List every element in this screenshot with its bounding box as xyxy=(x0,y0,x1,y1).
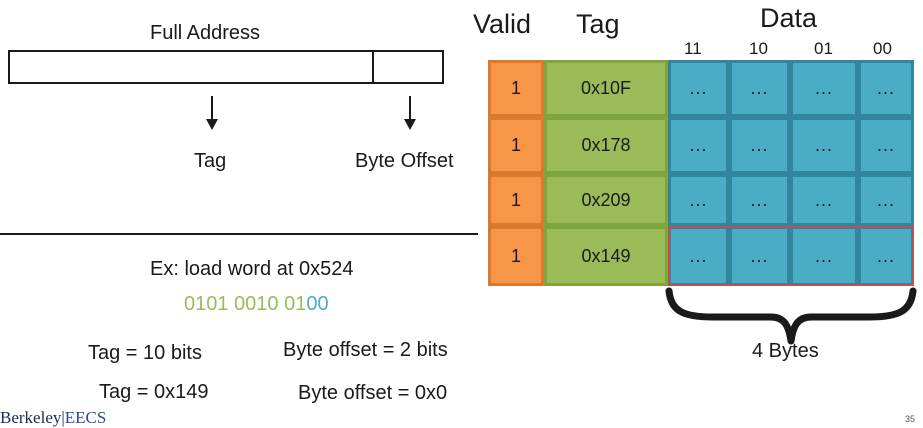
tag-arrow xyxy=(211,96,213,120)
berkeley-eecs-logo: Berkeley|EECS xyxy=(0,408,106,428)
valid-cell: 1 xyxy=(488,226,544,286)
offset-value-text: Byte offset = 0x0 xyxy=(298,382,448,404)
data-cell: ... xyxy=(790,117,858,174)
data-cell: ... xyxy=(790,60,858,117)
offset-arrow-head xyxy=(404,119,416,130)
binary-offset-bits: 00 xyxy=(306,293,329,315)
tag-header: Tag xyxy=(576,9,620,39)
valid-cell: 1 xyxy=(488,117,544,174)
data-cell: ... xyxy=(790,174,858,226)
data-cell: ... xyxy=(729,60,790,117)
valid-cell: 1 xyxy=(488,174,544,226)
selected-block-highlight xyxy=(668,226,914,286)
valid-cell: 1 xyxy=(488,60,544,117)
data-column-01: 01 xyxy=(814,39,833,58)
data-cell: ... xyxy=(858,174,914,226)
data-cell: ... xyxy=(858,60,914,117)
data-cell: ... xyxy=(729,117,790,174)
data-cell: ... xyxy=(668,117,729,174)
data-column-00: 00 xyxy=(873,39,892,58)
data-cell: ... xyxy=(668,60,729,117)
data-column-11: 11 xyxy=(684,39,702,58)
curly-brace xyxy=(665,287,917,345)
offset-bits-text: Byte offset = 2 bits xyxy=(283,339,448,361)
tag-arrow-head xyxy=(206,119,218,130)
offset-arrow xyxy=(409,96,411,120)
tag-cell: 0x10F xyxy=(544,60,668,117)
data-header: Data xyxy=(760,3,818,33)
data-cell: ... xyxy=(729,174,790,226)
separator-line xyxy=(0,233,478,235)
tag-bits-text: Tag = 10 bits xyxy=(88,342,202,364)
data-column-10: 10 xyxy=(749,39,768,58)
byte-offset-field-label: Byte Offset xyxy=(355,150,454,172)
address-divider xyxy=(372,52,374,82)
full-address-title: Full Address xyxy=(150,22,261,44)
tag-cell: 0x149 xyxy=(544,226,668,286)
page-number: 35 xyxy=(905,414,916,424)
logo-eecs: EECS xyxy=(64,408,107,427)
example-title: Ex: load word at 0x524 xyxy=(150,258,354,280)
data-cell: ... xyxy=(858,117,914,174)
valid-header: Valid xyxy=(473,9,532,39)
tag-field-label: Tag xyxy=(194,150,227,172)
bytes-label: 4 Bytes xyxy=(752,340,819,362)
data-cell: ... xyxy=(790,226,858,286)
tag-cell: 0x209 xyxy=(544,174,668,226)
logo-divider: | xyxy=(61,408,65,427)
data-cell: ... xyxy=(668,174,729,226)
tag-cell: 0x178 xyxy=(544,117,668,174)
tag-value-text: Tag = 0x149 xyxy=(99,381,209,403)
binary-tag-bits: 0101 0010 01 xyxy=(184,293,307,315)
logo-berkeley: Berkeley xyxy=(0,408,62,427)
example-binary: 0101 0010 0100 xyxy=(184,293,329,316)
address-bar xyxy=(8,50,444,84)
